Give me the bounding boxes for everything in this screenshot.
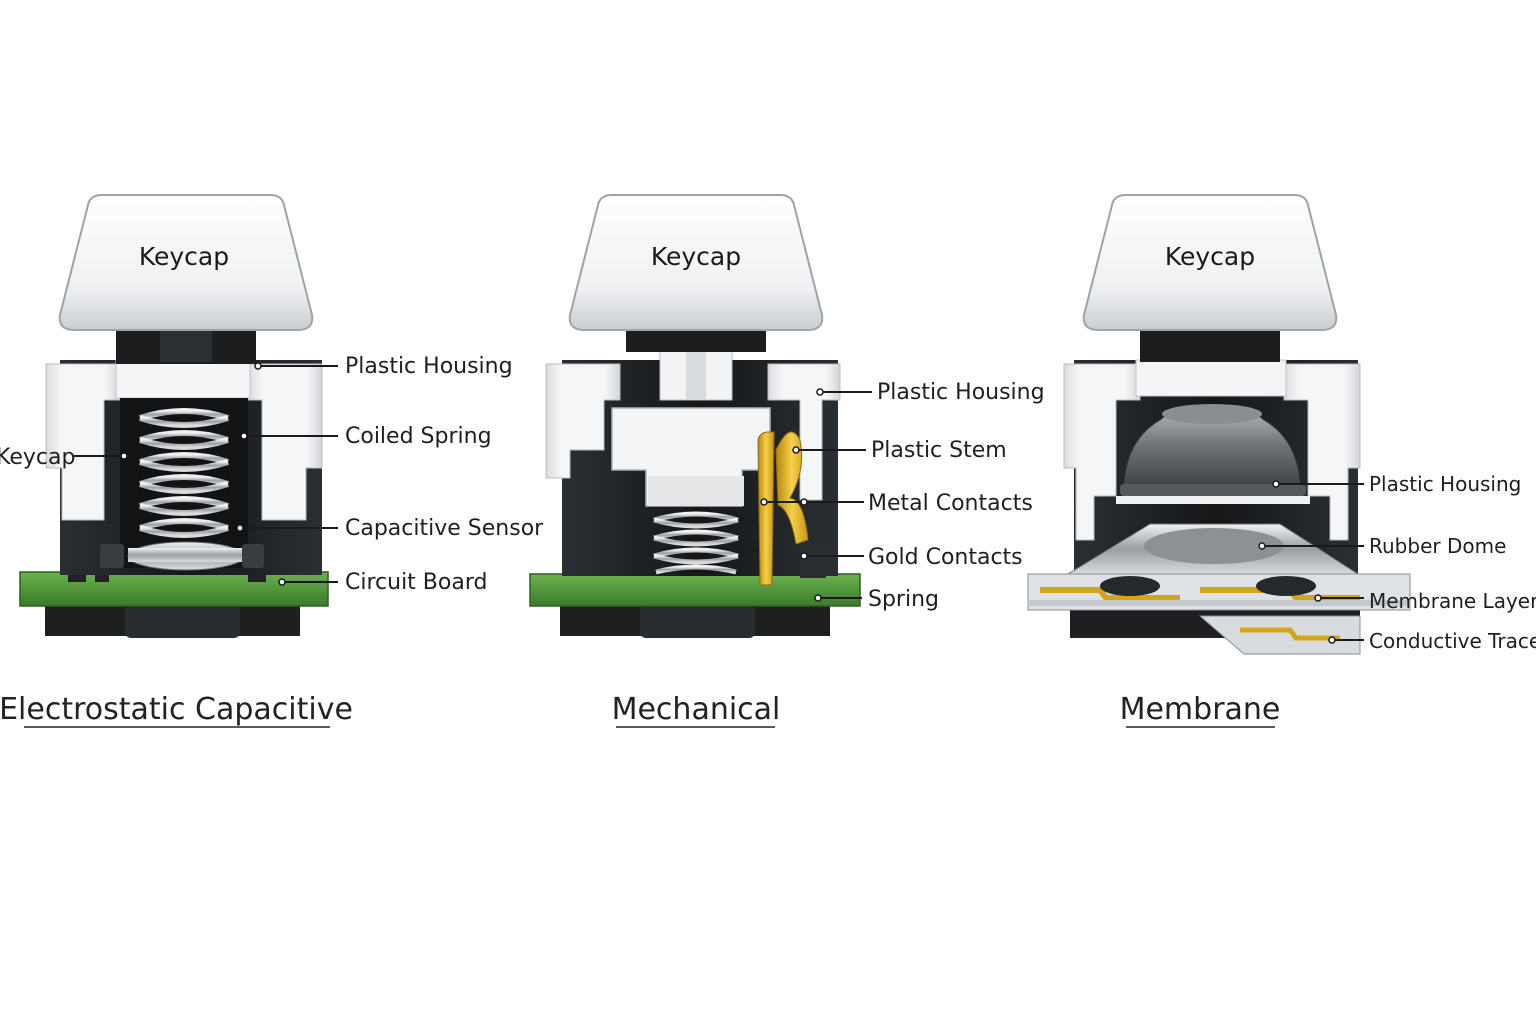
svg-text:Gold Contacts: Gold Contacts <box>868 545 1023 570</box>
svg-text:Conductive Traces: Conductive Traces <box>1369 629 1536 653</box>
svg-text:Plastic Housing: Plastic Housing <box>345 354 513 379</box>
callout-coiled-spring: Coiled Spring <box>240 424 492 449</box>
callout-conductive-traces: Conductive Traces <box>1328 629 1536 653</box>
svg-text:Keycap: Keycap <box>0 445 75 470</box>
keycap-label: Keycap <box>139 242 229 271</box>
keycap-label: Keycap <box>1165 242 1255 271</box>
spring <box>653 511 739 575</box>
panel-title: Electrostatic Capacitive <box>0 692 353 727</box>
callout-circuit-board: Circuit Board <box>278 570 487 595</box>
callout-rubber-dome: Rubber Dome <box>1258 534 1506 558</box>
svg-text:Capacitive Sensor: Capacitive Sensor <box>345 516 544 541</box>
callout-plastic-stem: Plastic Stem <box>792 438 1007 463</box>
callout-spring: Spring <box>814 587 939 612</box>
panel-title: Mechanical <box>612 692 781 727</box>
callout-metal-contacts: Metal Contacts <box>760 491 1033 516</box>
circuit-board <box>19 571 329 607</box>
callout-plastic-housing: Plastic Housing <box>1272 472 1521 496</box>
keycap <box>58 194 314 331</box>
keycap <box>568 194 824 331</box>
gold-contacts <box>757 431 809 586</box>
callout-membrane-layers: Membrane Layers <box>1314 589 1536 613</box>
callout-gold-contacts: Gold Contacts <box>800 545 1023 570</box>
svg-text:Metal Contacts: Metal Contacts <box>868 491 1033 516</box>
svg-text:Plastic Housing: Plastic Housing <box>877 380 1045 405</box>
membrane-switch: Keycap Plastic Housing Rubber Dome Membr… <box>1027 194 1536 728</box>
panel-title: Membrane <box>1120 692 1281 727</box>
callout-plastic-housing: Plastic Housing <box>254 354 513 379</box>
callout-plastic-housing: Plastic Housing <box>816 380 1045 405</box>
capacitive-switch: Keycap Plastic Housing Coiled Spring Cap… <box>0 194 544 728</box>
conductive-traces <box>1198 615 1361 655</box>
svg-text:Plastic Housing: Plastic Housing <box>1369 472 1521 496</box>
circuit-board <box>529 573 861 607</box>
callout-capacitive-sensor: Capacitive Sensor <box>236 516 544 541</box>
keycap <box>1082 194 1338 331</box>
plastic-housing <box>545 363 621 479</box>
svg-text:Spring: Spring <box>868 587 939 612</box>
membrane-layers <box>1027 573 1411 611</box>
callout-keycap-left: Keycap <box>0 445 128 470</box>
coiled-spring <box>139 408 229 538</box>
svg-text:Membrane Layers: Membrane Layers <box>1369 589 1536 613</box>
svg-text:Rubber Dome: Rubber Dome <box>1369 534 1506 558</box>
svg-text:Coiled Spring: Coiled Spring <box>345 424 492 449</box>
mechanical-switch: Keycap Plastic Housing Plastic Stem Meta… <box>529 194 1045 728</box>
keycap-label: Keycap <box>651 242 741 271</box>
svg-text:Plastic Stem: Plastic Stem <box>871 438 1007 463</box>
svg-text:Circuit Board: Circuit Board <box>345 570 487 595</box>
